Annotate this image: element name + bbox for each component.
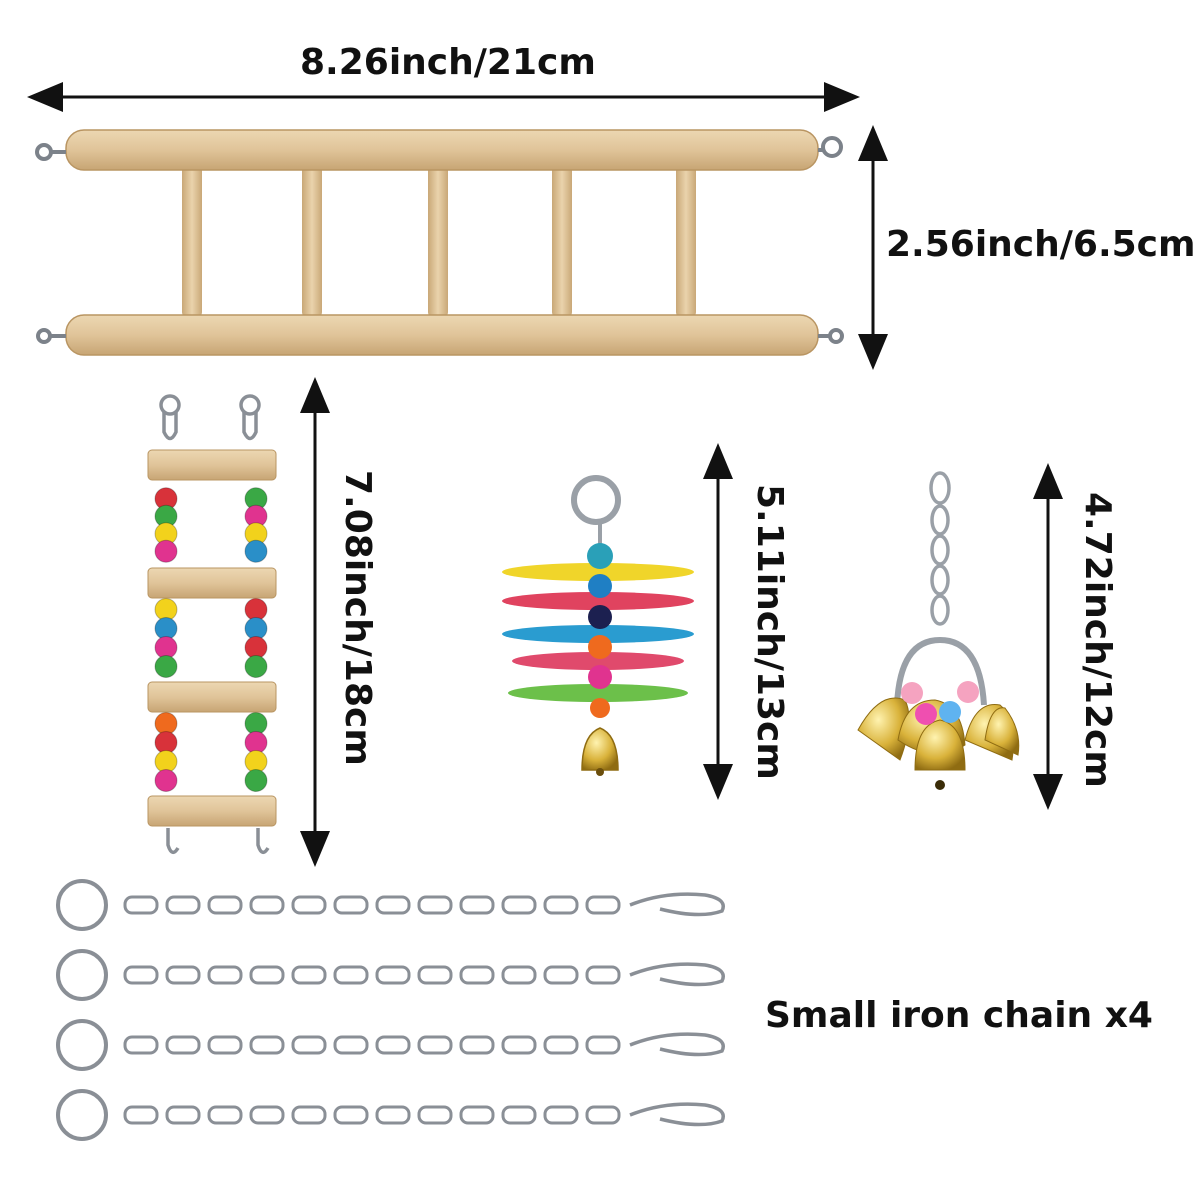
bead <box>244 539 268 563</box>
chain-link <box>543 1035 579 1055</box>
chain-snap-clip <box>629 892 725 917</box>
chain-link <box>585 1105 621 1125</box>
chain-link <box>333 965 369 985</box>
chain-ring <box>56 1019 108 1071</box>
chain-link <box>165 895 201 915</box>
chain-link <box>333 895 369 915</box>
chains-caption: Small iron chain x4 <box>765 995 1153 1036</box>
bead <box>154 769 178 792</box>
chain-icon <box>56 949 725 1001</box>
chain-link <box>501 895 537 915</box>
bead-ladder-rungs <box>147 449 277 827</box>
chain-snap-clip <box>629 1032 725 1057</box>
chain-link <box>417 1105 453 1125</box>
chain-link <box>249 1035 285 1055</box>
chain-link <box>375 1035 411 1055</box>
bead <box>154 539 178 563</box>
chain-link <box>165 1105 201 1125</box>
chain-link <box>585 965 621 985</box>
chain-icon <box>56 1019 725 1071</box>
chain-link <box>165 965 201 985</box>
small-iron-chains <box>56 879 725 1141</box>
ladder-bottom-rail <box>65 314 819 356</box>
bell-toy-bells <box>857 697 1020 790</box>
bell-toy-chain <box>894 471 987 706</box>
chain-link <box>501 1105 537 1125</box>
propeller-toy-ring <box>571 475 621 525</box>
bead-ladder-icon <box>147 377 330 867</box>
chain-link <box>249 965 285 985</box>
chain-link <box>207 965 243 985</box>
chain-link <box>291 1035 327 1055</box>
chain-link <box>249 895 285 915</box>
chain-link <box>123 1105 159 1125</box>
bell-toy-beads <box>901 681 979 725</box>
chain-icon <box>56 1089 725 1141</box>
chain-link <box>417 1035 453 1055</box>
chain-link <box>459 965 495 985</box>
chain-link <box>501 1035 537 1055</box>
bead-strings <box>154 487 268 792</box>
chain-link <box>543 1105 579 1125</box>
propeller-toy-length-label: 5.11inch/13cm <box>749 484 790 780</box>
chain-link <box>585 895 621 915</box>
ladder-height-label: 2.56inch/6.5cm <box>886 224 1196 265</box>
wooden-ladder-icon <box>27 82 888 370</box>
chain-link <box>459 1035 495 1055</box>
chain-link <box>291 965 327 985</box>
chain-link <box>291 1105 327 1125</box>
chain-link <box>333 1035 369 1055</box>
chain-link <box>585 1035 621 1055</box>
bead <box>244 655 268 678</box>
chain-link <box>207 895 243 915</box>
chain-link <box>501 965 537 985</box>
chain-link <box>123 895 159 915</box>
bead <box>154 655 178 678</box>
bell-toy-icon <box>857 463 1063 810</box>
chain-link <box>375 965 411 985</box>
bead-ladder-length-label: 7.08inch/18cm <box>337 470 378 766</box>
chain-link <box>375 1105 411 1125</box>
chain-link <box>459 895 495 915</box>
chain-link <box>165 1035 201 1055</box>
bead-ladder-clips <box>159 394 270 855</box>
propeller-toy-icon <box>502 443 733 800</box>
chain-link <box>543 965 579 985</box>
chain-link <box>123 965 159 985</box>
ladder-eye-hooks <box>35 136 844 344</box>
propeller-blades <box>502 563 694 702</box>
chain-link <box>123 1035 159 1055</box>
chain-link <box>291 895 327 915</box>
chain-snap-clip <box>629 962 725 987</box>
chain-link <box>375 895 411 915</box>
chain-link <box>543 895 579 915</box>
chain-ring <box>56 1089 108 1141</box>
propeller-beads <box>587 543 613 718</box>
chain-link <box>459 1105 495 1125</box>
chain-link <box>207 1035 243 1055</box>
chain-link <box>249 1105 285 1125</box>
bead <box>244 769 268 792</box>
chain-link <box>417 965 453 985</box>
chain-link <box>333 1105 369 1125</box>
chain-link <box>207 1105 243 1125</box>
chain-snap-clip <box>629 1102 725 1127</box>
bell-toy-length-label: 4.72inch/12cm <box>1077 492 1118 788</box>
chain-link <box>417 895 453 915</box>
ladder-width-label: 8.26inch/21cm <box>300 42 596 83</box>
ladder-rungs <box>182 160 696 318</box>
ladder-top-rail <box>65 129 819 171</box>
chain-icon <box>56 879 725 931</box>
propeller-bell <box>581 727 619 771</box>
chain-ring <box>56 879 108 931</box>
chain-ring <box>56 949 108 1001</box>
